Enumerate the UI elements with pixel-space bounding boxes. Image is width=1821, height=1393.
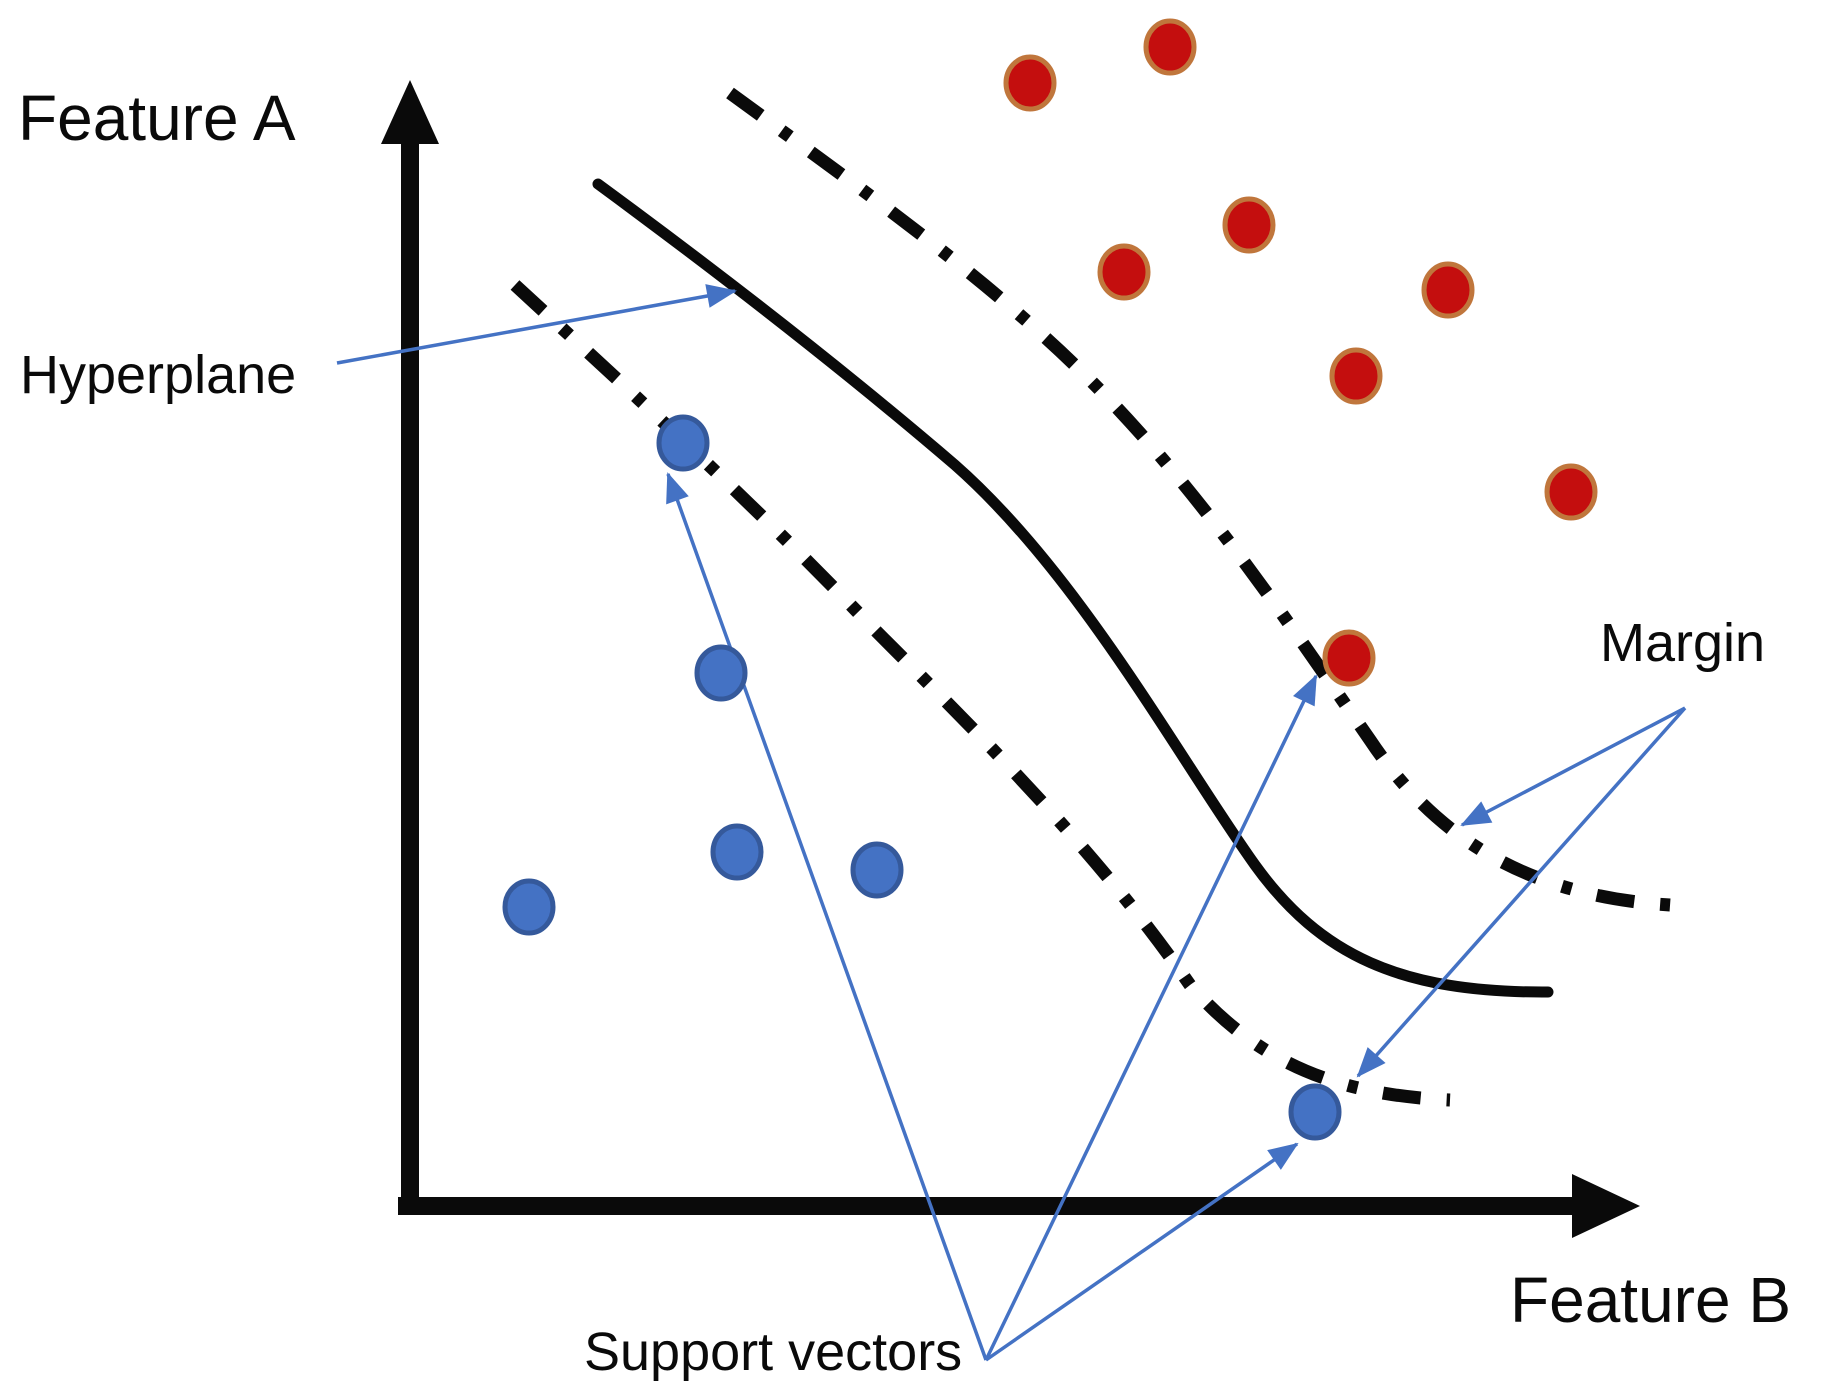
red-class-point-support-vector [1322,629,1376,687]
y-axis [381,80,439,1215]
x-axis-arrowhead-icon [1572,1174,1640,1238]
hyperplane-arrow [336,284,737,365]
hyperplane-curve [592,178,1554,998]
red-class-point [1143,18,1197,76]
blue-class-point-support-vector [656,414,710,472]
support-vector-arrow-left [666,472,988,1361]
x-axis-label: Feature B [1510,1264,1791,1336]
y-axis-line [401,132,419,1215]
red-class-point [1329,347,1383,405]
y-axis-arrowhead-icon [381,80,439,144]
blue-class-point-support-vector [1288,1083,1342,1141]
blue-class-points [502,414,1342,1141]
blue-class-point [694,644,748,702]
red-class-point [1097,243,1151,301]
red-class-point [1222,196,1276,254]
upper-margin-line [726,87,1693,913]
margin-arrow-lower [1356,706,1687,1078]
annotation-arrows [336,284,1687,1362]
blue-class-point [502,878,556,936]
hyperplane-label: Hyperplane [20,345,296,405]
red-class-point [1544,463,1598,521]
y-axis-label: Feature A [18,82,296,154]
blue-class-point [850,841,904,899]
margin-arrow-upper [1460,706,1686,827]
support-vectors-label: Support vectors [584,1322,962,1382]
margin-label: Margin [1600,613,1765,673]
blue-class-point [710,823,764,881]
support-vector-arrow-middle [984,674,1318,1361]
red-class-points [1003,18,1598,687]
x-axis-line [398,1197,1578,1215]
x-axis [398,1174,1640,1238]
support-vector-arrow-right [985,1142,1299,1362]
red-class-point [1421,261,1475,319]
red-class-point [1003,54,1057,112]
